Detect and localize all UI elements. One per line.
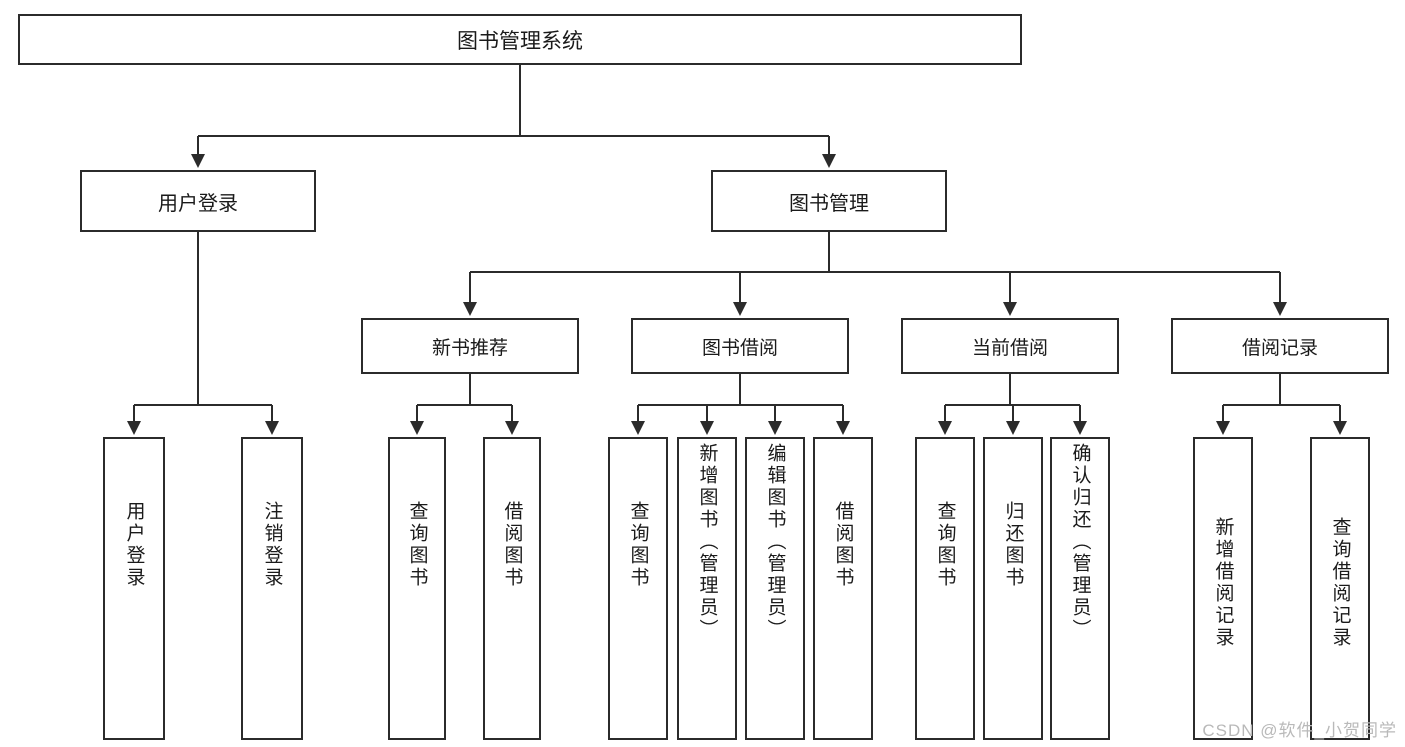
leaf-node-label: 编辑图书（管理员） xyxy=(764,443,786,641)
level2-node-label: 用户登录 xyxy=(158,192,238,215)
level3-node-1[interactable]: 图书借阅 xyxy=(631,318,849,374)
leaf-node-11[interactable]: 新增借阅记录 xyxy=(1193,437,1253,740)
leaf-node-label: 用户登录 xyxy=(123,501,145,589)
leaf-node-label: 归还图书 xyxy=(1002,501,1024,589)
leaf-node-label: 借阅图书 xyxy=(832,501,854,589)
root-node-0[interactable]: 图书管理系统 xyxy=(18,14,1022,65)
level3-node-label: 新书推荐 xyxy=(431,337,508,359)
level2-node-label: 图书管理 xyxy=(789,192,869,215)
root-node-label: 图书管理系统 xyxy=(457,29,583,53)
leaf-node-9[interactable]: 归还图书 xyxy=(983,437,1043,740)
leaf-node-2[interactable]: 查询图书 xyxy=(388,437,446,740)
leaf-node-6[interactable]: 编辑图书（管理员） xyxy=(745,437,805,740)
leaf-node-10[interactable]: 确认归还（管理员） xyxy=(1050,437,1110,740)
level3-node-0[interactable]: 新书推荐 xyxy=(361,318,579,374)
level2-node-0[interactable]: 用户登录 xyxy=(80,170,316,232)
level3-node-label: 图书借阅 xyxy=(701,337,778,359)
leaf-node-label: 新增借阅记录 xyxy=(1212,517,1234,649)
leaf-node-label: 查询图书 xyxy=(627,501,649,589)
level3-node-3[interactable]: 借阅记录 xyxy=(1171,318,1389,374)
leaf-node-3[interactable]: 借阅图书 xyxy=(483,437,541,740)
leaf-node-4[interactable]: 查询图书 xyxy=(608,437,668,740)
leaf-node-label: 查询借阅记录 xyxy=(1329,517,1351,649)
level3-node-label: 借阅记录 xyxy=(1241,337,1318,359)
leaf-node-8[interactable]: 查询图书 xyxy=(915,437,975,740)
leaf-node-label: 确认归还（管理员） xyxy=(1069,443,1091,641)
level3-node-2[interactable]: 当前借阅 xyxy=(901,318,1119,374)
leaf-node-label: 查询图书 xyxy=(934,501,956,589)
watermark-text: CSDN @软件_小贺同学 xyxy=(1202,721,1397,740)
level2-node-1[interactable]: 图书管理 xyxy=(711,170,947,232)
leaf-node-7[interactable]: 借阅图书 xyxy=(813,437,873,740)
level3-node-label: 当前借阅 xyxy=(971,337,1048,359)
leaf-node-label: 新增图书（管理员） xyxy=(696,443,718,641)
leaf-node-12[interactable]: 查询借阅记录 xyxy=(1310,437,1370,740)
leaf-node-1[interactable]: 注销登录 xyxy=(241,437,303,740)
leaf-node-label: 注销登录 xyxy=(261,501,283,589)
leaf-node-0[interactable]: 用户登录 xyxy=(103,437,165,740)
leaf-node-label: 借阅图书 xyxy=(501,501,523,589)
leaf-node-5[interactable]: 新增图书（管理员） xyxy=(677,437,737,740)
leaf-node-label: 查询图书 xyxy=(406,501,428,589)
